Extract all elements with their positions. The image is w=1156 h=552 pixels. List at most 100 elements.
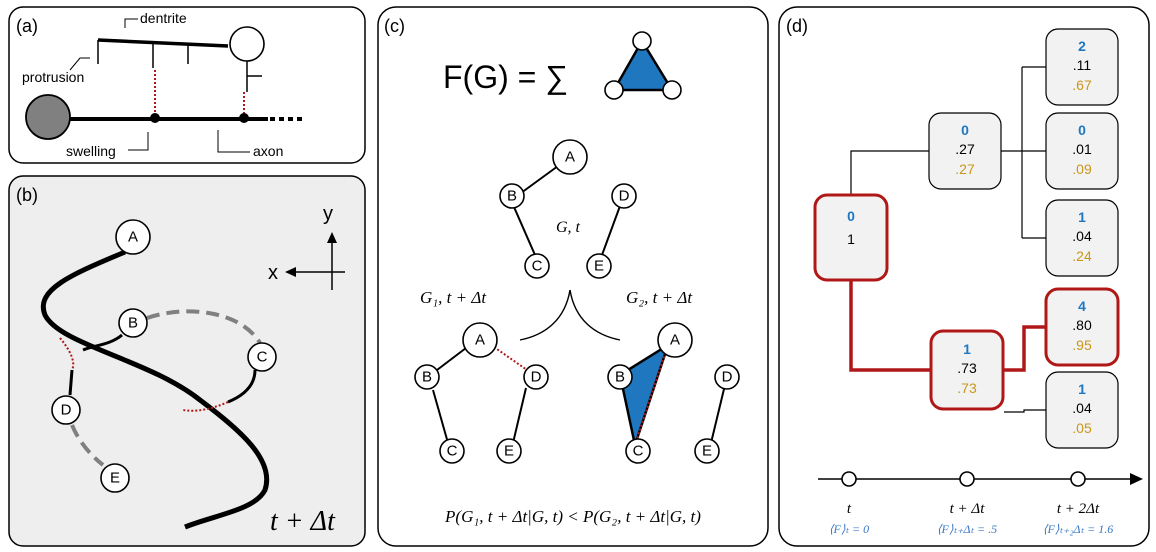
panel-a-label: (a) [16,16,38,36]
triangle-node-top [632,31,652,51]
svg-text:.80: .80 [1072,317,1092,333]
label-g1: G₁, t + Δt [420,288,487,307]
svg-text:D: D [722,369,733,386]
swelling-arrow [128,132,149,151]
svg-text:B: B [507,188,517,205]
panel-a: (a) dentrite protrusion swelling axon [8,6,366,164]
node-b-c: C [247,342,277,372]
axon-soma [25,94,71,140]
red-contact-c [182,401,229,412]
links-midtop-leaves [1001,66,1046,239]
box-leaf-1: 2 .11 .67 [1045,28,1119,106]
swelling-label: swelling [66,143,116,159]
svg-text:.27: .27 [955,141,975,157]
node-b-b: B [118,308,148,338]
formula-text: F(G) = ∑ [443,59,568,95]
svg-text:0: 0 [847,208,855,224]
triangle-node-left [604,80,624,100]
panel-d: (d) 0 1 0 .27 .27 1 .73 .73 2 [778,6,1150,547]
panel-b-label: (b) [16,185,38,205]
branch-to-d [68,369,74,396]
svg-text:.05: .05 [1072,420,1092,436]
svg-text:D: D [61,402,72,419]
svg-text:.73: .73 [957,360,977,376]
svg-text:.11: .11 [1073,57,1092,73]
y-axis-label: y [323,203,333,225]
dendrite-line [97,38,229,48]
svg-text:C: C [633,443,644,460]
dashed-d-e [70,424,105,467]
triangle-node-right [662,80,682,100]
svg-text:.01: .01 [1072,141,1092,157]
triangle-motif [611,38,675,92]
timeline-label-t: t [847,501,852,517]
time-label: t + Δt [270,506,336,537]
highlight-root-midbottom [849,280,931,372]
svg-text:0: 0 [1078,122,1086,138]
svg-text:.27: .27 [955,161,975,177]
branch-to-b [82,333,123,352]
x-arrowhead [285,267,296,277]
branch-arc-right [569,289,621,341]
highlight-midbottom-leaf4 [1003,325,1046,372]
node-b-d: D [51,395,81,425]
svg-text:D: D [531,369,542,386]
svg-text:A: A [475,332,485,349]
svg-text:0: 0 [961,122,969,138]
svg-text:E: E [504,443,514,460]
node-b-a: A [115,219,151,255]
timeline-point-t2 [1070,471,1086,487]
link-midbottom-leaf5 [1004,409,1046,413]
box-leaf-4: 4 .80 .95 [1044,287,1120,367]
svg-text:A: A [670,332,680,349]
svg-text:B: B [422,369,432,386]
svg-text:1: 1 [1078,381,1086,397]
link-root-midtop [850,150,929,195]
probability-inequality: P(G₁, t + Δt|G, t) < P(G₂, t + Δt|G, t) [444,507,701,526]
svg-text:C: C [532,258,543,275]
axon-label: axon [253,143,283,159]
panel-a-frame [8,6,366,164]
expected-f-t1: ⟨F⟩ₜ₊Δₜ = .5 [937,522,997,536]
svg-text:2: 2 [1078,38,1086,54]
panel-b-frame [8,175,366,547]
box-mid-top: 0 .27 .27 [928,112,1002,190]
expected-f-t2: ⟨F⟩ₜ₊₂Δₜ = 1.6 [1043,522,1113,536]
x-axis-label: x [268,262,278,284]
box-root: 0 1 [813,193,889,282]
timeline-arrowhead [1130,473,1143,485]
svg-text:.73: .73 [957,380,977,396]
dentrite-arrow [124,18,138,28]
panel-d-frame [778,6,1150,547]
panel-b: (b) A B C D E [8,175,366,547]
svg-text:.04: .04 [1072,228,1092,244]
panel-c-frame [377,6,769,547]
axon-curve [40,249,270,530]
panel-c-label: (c) [384,16,405,36]
svg-text:C: C [447,443,458,460]
expected-f-t: ⟨F⟩ₜ = 0 [829,522,869,536]
branch-from-c [227,369,257,404]
panel-d-label: (d) [786,16,808,36]
axon-arrow [217,130,250,153]
swelling-dot-2 [239,113,249,123]
swelling-dot-1 [150,113,160,123]
dashed-b-c [146,309,262,345]
svg-text:1: 1 [1078,209,1086,225]
graph-g2: A B C D E [607,322,740,464]
protrusion-arrow [69,57,90,71]
protrusion-label: protrusion [22,69,84,85]
svg-text:D: D [619,188,630,205]
svg-text:.95: .95 [1072,337,1092,353]
svg-text:.04: .04 [1072,400,1092,416]
svg-text:A: A [565,149,575,166]
svg-text:E: E [110,470,120,487]
timeline-label-t2: t + 2Δt [1057,501,1100,517]
timeline-label-t1: t + Δt [950,501,986,517]
svg-text:C: C [257,349,268,366]
y-arrowhead [327,232,337,243]
svg-text:A: A [128,229,138,246]
box-leaf-3: 1 .04 .24 [1045,199,1119,277]
dendrite-soma [229,26,265,62]
